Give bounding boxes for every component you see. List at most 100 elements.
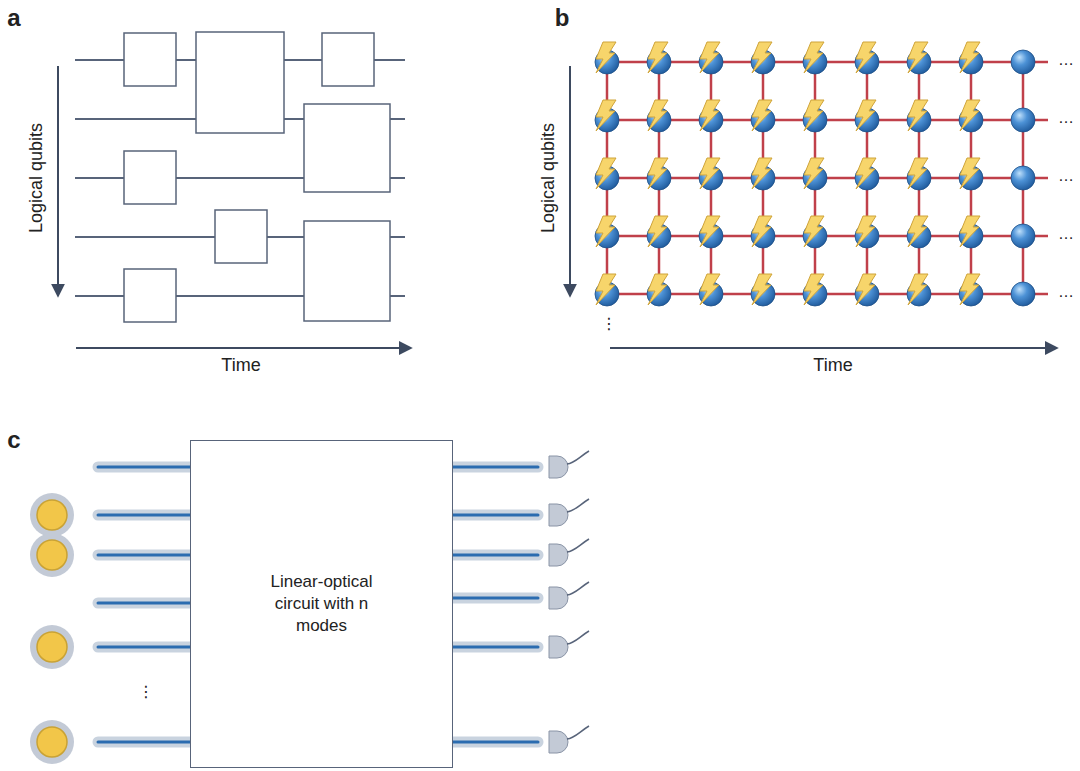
lightning-bolt <box>752 216 772 247</box>
detector <box>549 582 589 609</box>
lightning-bolt <box>804 274 824 305</box>
qubit-site <box>699 158 723 190</box>
qubit-site <box>855 100 879 132</box>
qubit-site <box>803 216 827 248</box>
mode-line <box>98 741 190 744</box>
mode-line <box>98 514 190 517</box>
axis-label: Logical qubits <box>539 123 559 233</box>
lightning-bolt <box>856 274 876 305</box>
qubit-site <box>803 158 827 190</box>
lightning-bolt <box>648 100 668 131</box>
qubit-site <box>1011 108 1035 132</box>
detector <box>549 539 589 566</box>
axis-arrow <box>57 66 59 295</box>
qubit-site <box>855 216 879 248</box>
lightning-bolt <box>700 158 720 189</box>
qubit-sphere <box>1011 282 1035 306</box>
mode-line <box>453 646 538 649</box>
lightning-bolt <box>908 158 928 189</box>
axis-label: Time <box>221 356 260 376</box>
qubit-site <box>803 42 827 74</box>
gate-box <box>124 151 176 204</box>
source-core <box>37 727 67 757</box>
continuation-dots: … <box>1058 225 1074 243</box>
qubit-site <box>855 274 879 306</box>
axis-arrow <box>76 347 410 349</box>
gate-box <box>196 32 284 133</box>
gate-box <box>304 221 390 321</box>
qubit-site <box>855 42 879 74</box>
qubit-site <box>959 42 983 74</box>
qubit-site <box>907 158 931 190</box>
detector-wire <box>567 451 589 464</box>
detector <box>549 451 589 478</box>
optical-circuit-box: Linear-optical circuit with n modes <box>190 440 453 768</box>
axis-arrow <box>569 66 571 295</box>
detector-body <box>549 504 568 526</box>
qubit-sphere <box>1011 50 1035 74</box>
qubit-site <box>959 216 983 248</box>
lightning-bolt <box>596 42 616 73</box>
source-core <box>37 632 67 662</box>
panel-letter: a <box>7 5 20 31</box>
qubit-site <box>647 42 671 74</box>
detector-body <box>549 587 568 609</box>
qubit-site <box>751 100 775 132</box>
source-ring <box>30 493 74 537</box>
qubit-site <box>751 216 775 248</box>
source-ring <box>30 720 74 764</box>
lightning-bolt <box>648 42 668 73</box>
qubit-site <box>959 100 983 132</box>
gate-box <box>124 33 176 86</box>
source-ring <box>30 625 74 669</box>
lightning-bolt <box>804 42 824 73</box>
mode-line <box>453 514 538 517</box>
lightning-bolt <box>596 216 616 247</box>
waveguide <box>453 593 538 604</box>
gate-box <box>124 269 176 322</box>
lightning-bolt <box>804 158 824 189</box>
detector-wire <box>567 726 589 739</box>
continuation-dots: … <box>1058 167 1074 185</box>
detector-body <box>549 636 568 658</box>
mode-line <box>453 741 538 744</box>
lightning-bolt <box>648 158 668 189</box>
lightning-bolt <box>648 274 668 305</box>
qubit-site <box>647 100 671 132</box>
lightning-bolt <box>752 158 772 189</box>
axis-arrow <box>610 347 1056 349</box>
qubit-site <box>647 216 671 248</box>
qubit-site <box>595 158 619 190</box>
lightning-bolt <box>700 100 720 131</box>
lightning-bolt <box>804 100 824 131</box>
axis-label: Time <box>813 356 852 376</box>
waveguide <box>98 550 190 561</box>
lightning-bolt <box>908 216 928 247</box>
qubit-site <box>699 216 723 248</box>
waveguide <box>98 598 190 609</box>
gate-box <box>304 104 390 192</box>
qubit-site <box>647 158 671 190</box>
lightning-bolt <box>960 100 980 131</box>
detector-wire <box>567 539 589 552</box>
qubit-site <box>595 274 619 306</box>
qubit-site <box>699 42 723 74</box>
waveguide <box>453 510 538 521</box>
qubit-site <box>1011 282 1035 306</box>
waveguide <box>98 737 190 748</box>
waveguide <box>98 642 190 653</box>
detector-wire <box>567 582 589 595</box>
qubit-site <box>595 42 619 74</box>
qubit-site <box>751 158 775 190</box>
mode-line <box>453 597 538 600</box>
qubit-site <box>647 274 671 306</box>
panel-letter: b <box>555 5 570 31</box>
lightning-bolt <box>648 216 668 247</box>
lightning-bolt <box>700 274 720 305</box>
photon-source <box>30 720 74 764</box>
qubit-sphere <box>1011 166 1035 190</box>
source-core <box>37 540 67 570</box>
photon-source <box>30 625 74 669</box>
detector <box>549 499 589 526</box>
lightning-bolt <box>856 216 876 247</box>
